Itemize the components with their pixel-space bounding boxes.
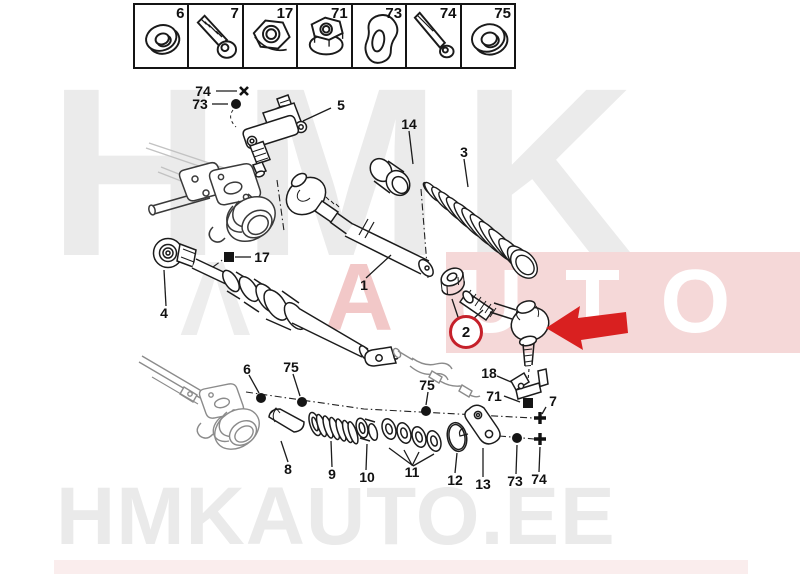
legend-cell-7: 7 xyxy=(189,5,244,67)
rack-housing-lower xyxy=(138,347,481,450)
tie-rod-end xyxy=(489,300,550,367)
legend-part-number: 73 xyxy=(385,5,403,22)
tie-rod-lock-nut xyxy=(440,267,465,296)
red-arrow xyxy=(546,306,628,350)
bracket-part-13 xyxy=(464,404,501,445)
washers-part-11 xyxy=(381,418,442,452)
legend-part-number: 17 xyxy=(276,5,294,22)
legend-part-number: 74 xyxy=(439,5,457,22)
legend-part-number: 71 xyxy=(331,5,348,22)
legend-cell-71: 71 xyxy=(298,5,353,67)
outer-tie-rod-assembly xyxy=(152,237,399,367)
legend-cell-75: 75 xyxy=(461,5,514,67)
legend-cell-17: 17 xyxy=(243,5,299,67)
legend-cell-74: 74 xyxy=(407,5,462,67)
legend-part-number: 75 xyxy=(494,5,511,22)
mount-bracket xyxy=(509,368,549,400)
rack-housing xyxy=(148,161,276,243)
valve-dashed-leader xyxy=(230,109,237,128)
legend-part-number: 6 xyxy=(176,5,185,22)
legend-part-number: 7 xyxy=(230,5,239,22)
legend-cell-73: 73 xyxy=(352,5,408,67)
legend-cell-6: 6 xyxy=(135,5,190,67)
fastener-legend-strip: 6 7 17 71 73 74 75 xyxy=(133,3,516,69)
cap-part-8 xyxy=(268,408,305,433)
steering-boot xyxy=(422,181,538,279)
inner-tie-rod xyxy=(285,172,434,278)
valve-assembly xyxy=(242,94,308,178)
plunger-part-10 xyxy=(359,418,376,442)
bushing xyxy=(369,157,411,197)
rack-service-parts xyxy=(268,404,501,453)
